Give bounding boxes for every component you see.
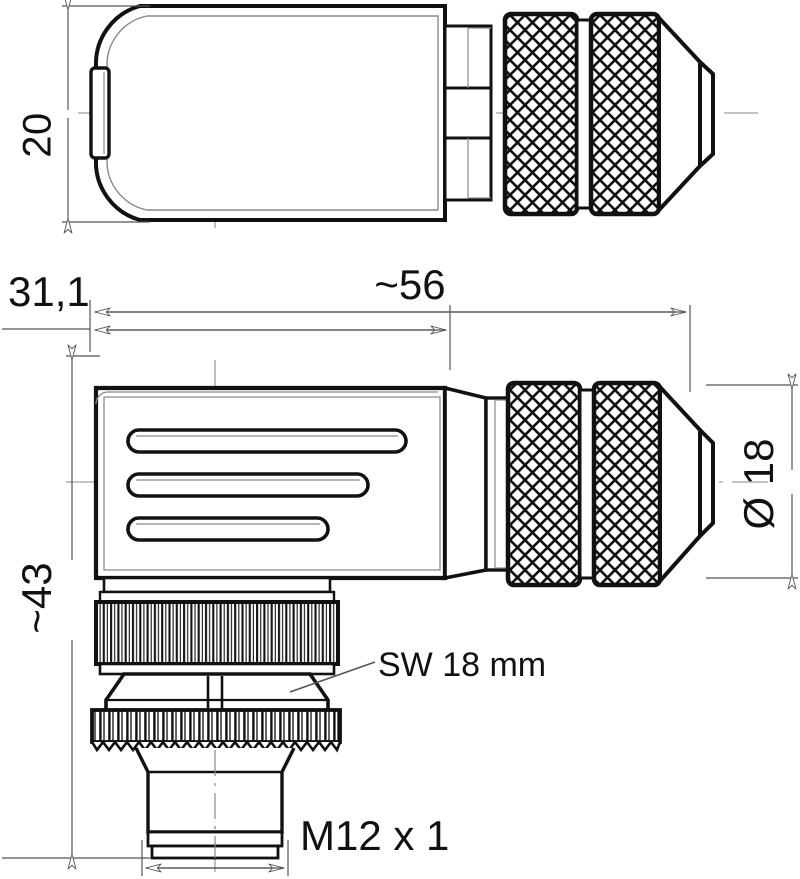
dimension-m12-width	[141, 840, 289, 876]
top-view-side-tab	[89, 66, 111, 160]
wrench-size-leader	[289, 661, 376, 693]
lock-ring	[90, 708, 342, 753]
horizontal-dimension-group: ~56 31,1	[2, 261, 691, 392]
side-view-nose-cone	[658, 381, 715, 587]
side-view-coupling-ring	[94, 576, 340, 676]
dimension-height-43: ~43	[2, 356, 150, 858]
dimension-length-56-label: ~56	[374, 261, 445, 308]
hex-nut	[104, 672, 330, 714]
dimension-length-56: ~56	[95, 261, 686, 312]
dimension-offset-31-1-label: 31,1	[8, 268, 90, 315]
side-view: ~43 Ø 18	[2, 356, 798, 876]
top-view: 20	[16, 4, 760, 228]
side-view-knurl-front	[591, 380, 663, 588]
dimension-height-20-label: 20	[16, 112, 60, 158]
dimension-height-43-label: ~43	[13, 562, 60, 633]
dimension-diameter-18: Ø 18	[706, 385, 798, 578]
top-view-neck-detail	[467, 27, 491, 199]
dimension-diameter-18-label: Ø 18	[735, 438, 782, 529]
extension-lines	[2, 300, 691, 392]
threaded-barrel	[134, 747, 296, 860]
top-view-knurl-rear	[502, 11, 580, 217]
top-view-knurl-front	[588, 11, 662, 217]
side-view-body-slots	[126, 428, 408, 542]
side-view-shoulder	[443, 385, 510, 581]
thread-spec-label: M12 x 1	[300, 812, 449, 859]
dimension-offset-31-1: 31,1	[8, 268, 446, 330]
side-view-knurl-rear	[505, 380, 583, 588]
top-view-housing	[93, 3, 447, 222]
top-view-nose-cone	[657, 12, 715, 216]
wrench-size-label: SW 18 mm	[378, 646, 546, 684]
dimension-height-20: 20	[16, 6, 150, 222]
